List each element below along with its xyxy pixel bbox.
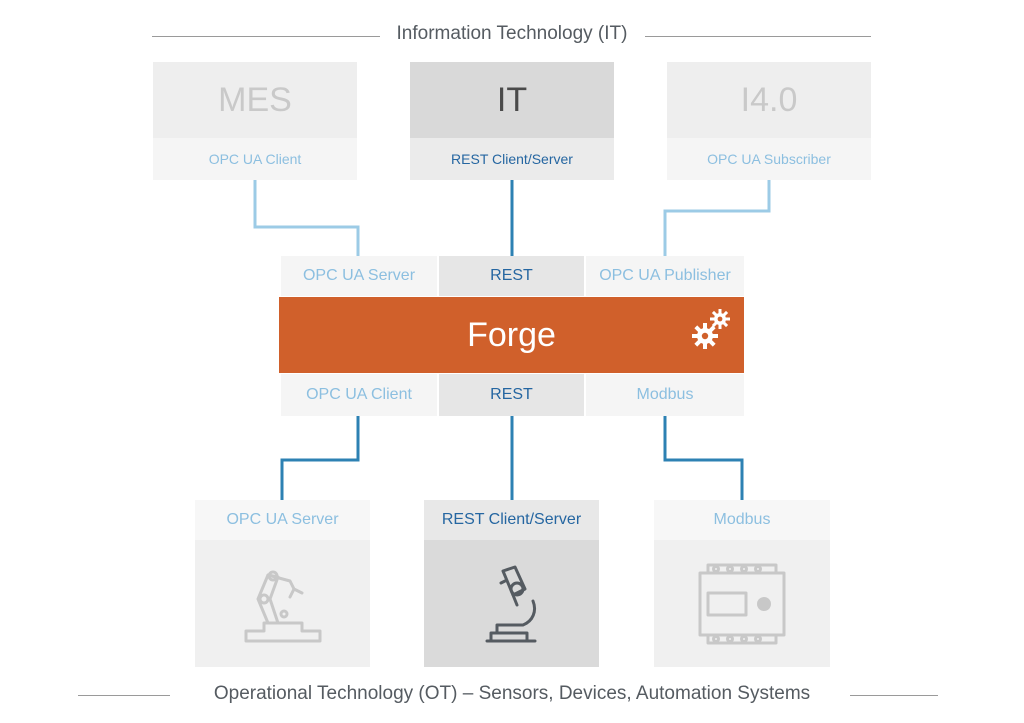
opcua-device-connector <box>280 416 360 500</box>
ot-device-opcua-server: OPC UA Server <box>195 500 370 667</box>
device-label: OPC UA Server <box>195 500 370 540</box>
robot-arm-icon <box>244 570 321 642</box>
it-section-title-text: Information Technology (IT) <box>388 23 636 44</box>
forge-port-opcua-publisher: OPC UA Publisher <box>586 256 744 296</box>
forge-port-opcua-client: OPC UA Client <box>281 374 437 416</box>
microscope-icon <box>485 565 536 642</box>
forge-bar: Forge <box>279 297 744 373</box>
mes-connector <box>253 180 360 256</box>
modbus-device-connector <box>663 416 744 500</box>
it-system-it: IT REST Client/Server <box>410 62 614 180</box>
device-label: REST Client/Server <box>424 500 599 540</box>
forge-port-rest-top: REST <box>439 256 584 296</box>
forge-port-opcua-server: OPC UA Server <box>281 256 437 296</box>
header-rule-right <box>645 36 871 37</box>
gears-icon <box>692 309 730 349</box>
footer-rule-right <box>850 695 938 696</box>
it-system-i40: I4.0 OPC UA Subscriber <box>667 62 871 180</box>
it-system-protocol: OPC UA Client <box>208 151 302 167</box>
it-system-mes: MES OPC UA Client <box>153 62 357 180</box>
ot-device-modbus: Modbus <box>654 500 830 667</box>
it-system-name: MES <box>153 62 357 138</box>
ot-section-title: Operational Technology (OT) – Sensors, D… <box>0 683 1024 705</box>
it-system-name: I4.0 <box>667 62 871 138</box>
modbus-device-icon <box>698 563 786 644</box>
ot-section-title-text: Operational Technology (OT) – Sensors, D… <box>205 683 819 704</box>
device-label: Modbus <box>654 500 830 540</box>
footer-rule-left <box>78 695 170 696</box>
ot-device-rest-server: REST Client/Server <box>424 500 599 667</box>
header-rule-left <box>152 36 380 37</box>
forge-port-modbus: Modbus <box>586 374 744 416</box>
forge-title: Forge <box>467 315 556 354</box>
it-system-protocol: REST Client/Server <box>451 151 573 167</box>
it-section-title: Information Technology (IT) <box>0 23 1024 45</box>
it-system-name: IT <box>410 62 614 138</box>
i40-connector <box>663 180 771 256</box>
it-system-protocol: OPC UA Subscriber <box>707 151 831 167</box>
forge-port-rest-bottom: REST <box>439 374 584 416</box>
